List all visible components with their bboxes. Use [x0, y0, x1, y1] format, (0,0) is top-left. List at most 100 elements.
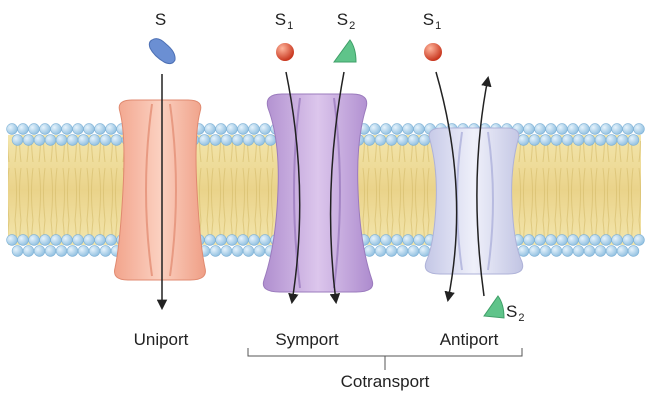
- lipid-head: [612, 235, 623, 246]
- antiport-protein: [425, 128, 522, 274]
- lipid-head: [56, 135, 67, 146]
- lipid-head: [397, 135, 408, 146]
- cotransport-label: Cotransport: [341, 372, 430, 392]
- antiport-s1-sphere-icon: [424, 43, 442, 61]
- lipid-head: [95, 124, 106, 135]
- lipid-head: [106, 235, 117, 246]
- lipid-head: [62, 124, 73, 135]
- lipid-head: [364, 246, 375, 257]
- lipid-head: [568, 235, 579, 246]
- lipid-head: [23, 135, 34, 146]
- lipid-head: [232, 246, 243, 257]
- lipid-head: [546, 235, 557, 246]
- lipid-head: [590, 235, 601, 246]
- lipid-head: [56, 246, 67, 257]
- lipid-head: [205, 235, 216, 246]
- lipid-head: [634, 235, 645, 246]
- lipid-head: [238, 235, 249, 246]
- lipid-head: [628, 135, 639, 146]
- lipid-head: [568, 124, 579, 135]
- lipid-head: [524, 235, 535, 246]
- lipid-head: [254, 246, 265, 257]
- lipid-head: [573, 246, 584, 257]
- lipid-head: [601, 235, 612, 246]
- lipid-head: [419, 135, 430, 146]
- lipid-head: [210, 135, 221, 146]
- lipid-head: [529, 135, 540, 146]
- symport-s1-sphere-icon: [276, 43, 294, 61]
- symport-s1-label: S1: [275, 10, 293, 30]
- lipid-head: [535, 124, 546, 135]
- lipid-head: [216, 235, 227, 246]
- lipid-head: [518, 135, 529, 146]
- lipid-head: [260, 124, 271, 135]
- lipid-head: [45, 135, 56, 146]
- lipid-head: [414, 124, 425, 135]
- lipid-head: [67, 246, 78, 257]
- lipid-head: [529, 246, 540, 257]
- symport-label: Symport: [275, 330, 338, 350]
- lipid-head: [45, 246, 56, 257]
- lipid-head: [623, 124, 634, 135]
- lipid-head: [370, 235, 381, 246]
- antiport-s1-label: S1: [423, 10, 441, 30]
- lipid-head: [617, 246, 628, 257]
- lipid-head: [7, 235, 18, 246]
- lipid-head: [89, 135, 100, 146]
- lipid-head: [579, 235, 590, 246]
- lipid-head: [62, 235, 73, 246]
- lipid-head: [606, 246, 617, 257]
- lipid-head: [397, 246, 408, 257]
- lipid-head: [199, 135, 210, 146]
- antiport-s2-label: S2: [506, 302, 524, 322]
- lipid-head: [221, 135, 232, 146]
- lipid-head: [403, 235, 414, 246]
- lipid-head: [34, 135, 45, 146]
- lipid-head: [557, 124, 568, 135]
- lipid-head: [34, 246, 45, 257]
- lipid-head: [205, 124, 216, 135]
- lipid-head: [249, 235, 260, 246]
- lipid-head: [375, 135, 386, 146]
- lipid-head: [551, 246, 562, 257]
- lipid-head: [51, 235, 62, 246]
- lipid-head: [606, 135, 617, 146]
- lipid-head: [562, 135, 573, 146]
- lipid-head: [617, 135, 628, 146]
- lipid-head: [40, 124, 51, 135]
- lipid-head: [221, 246, 232, 257]
- lipid-head: [540, 246, 551, 257]
- lipid-head: [381, 124, 392, 135]
- lipid-head: [601, 124, 612, 135]
- lipid-head: [540, 135, 551, 146]
- lipid-head: [84, 235, 95, 246]
- lipid-head: [73, 124, 84, 135]
- lipid-head: [249, 124, 260, 135]
- lipid-head: [408, 135, 419, 146]
- lipid-head: [392, 124, 403, 135]
- lipid-head: [18, 124, 29, 135]
- lipid-head: [51, 124, 62, 135]
- symport-s2-wedge-icon: [334, 40, 356, 62]
- lipid-head: [67, 135, 78, 146]
- lipid-head: [23, 246, 34, 257]
- lipid-head: [216, 124, 227, 135]
- lipid-head: [392, 235, 403, 246]
- lipid-head: [612, 124, 623, 135]
- lipid-head: [628, 246, 639, 257]
- lipid-head: [551, 135, 562, 146]
- lipid-head: [210, 246, 221, 257]
- lipid-head: [227, 124, 238, 135]
- lipid-head: [386, 246, 397, 257]
- uniport-protein: [115, 100, 206, 280]
- lipid-head: [584, 135, 595, 146]
- lipid-head: [584, 246, 595, 257]
- lipid-head: [40, 235, 51, 246]
- lipid-head: [12, 246, 23, 257]
- lipid-head: [84, 124, 95, 135]
- lipid-head: [414, 235, 425, 246]
- cotransport-bracket: [248, 348, 522, 370]
- lipid-head: [408, 246, 419, 257]
- lipid-head: [12, 135, 23, 146]
- symport-s2-label: S2: [337, 10, 355, 30]
